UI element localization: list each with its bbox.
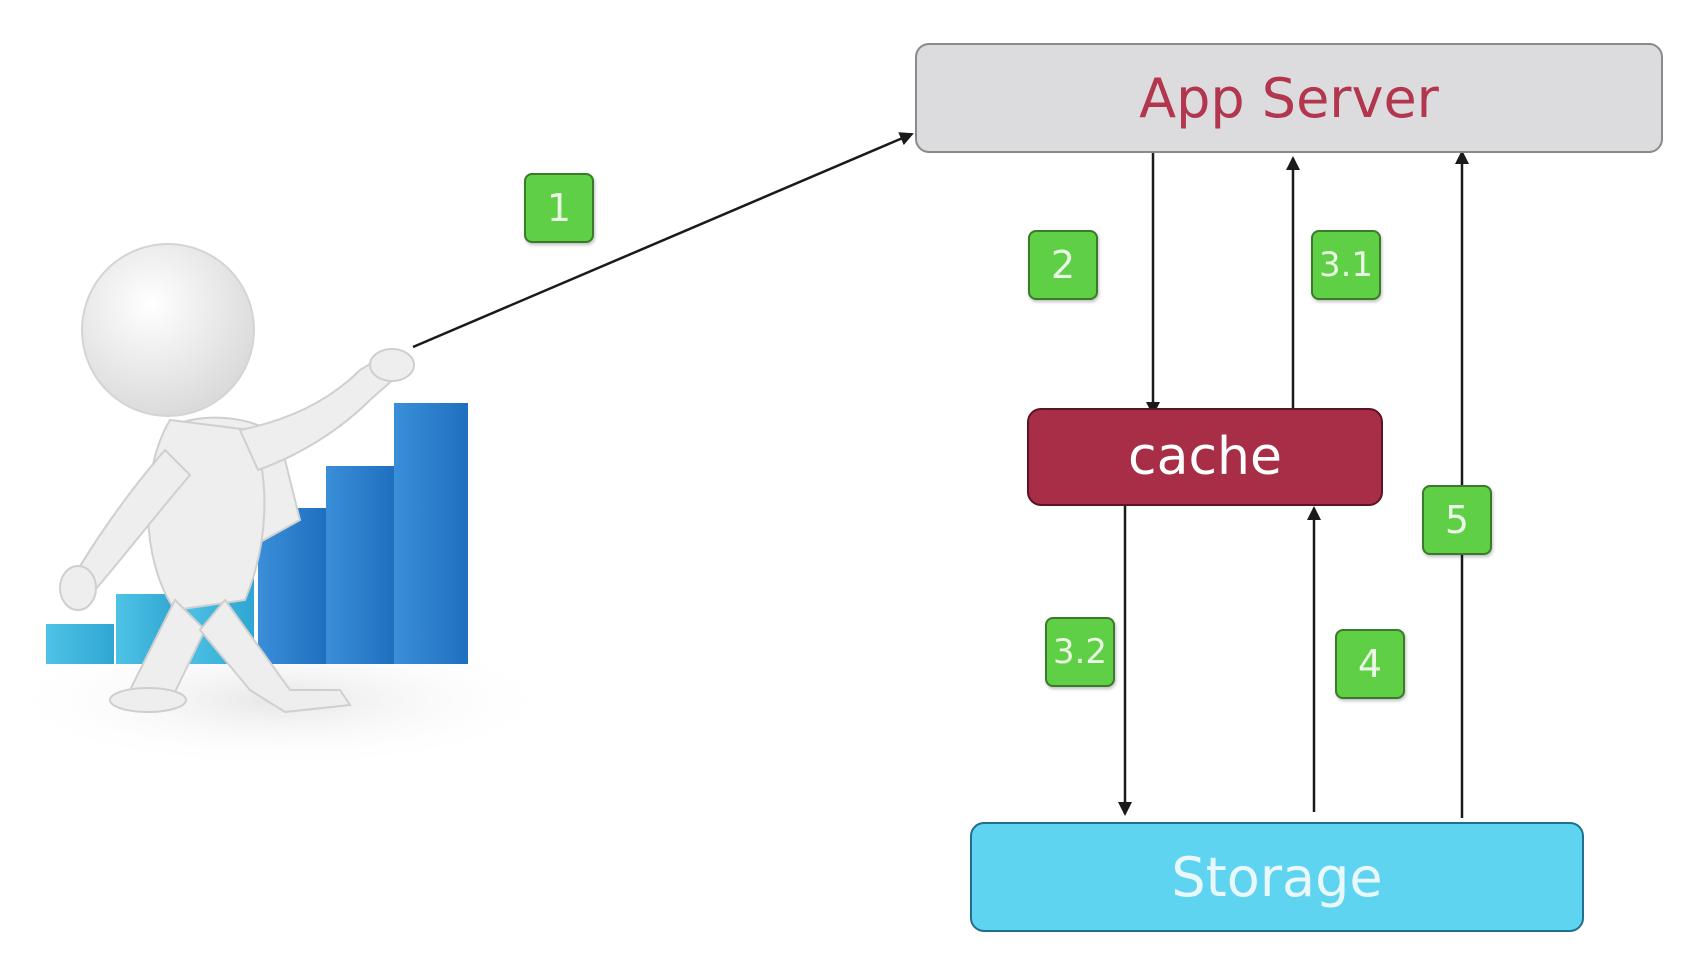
chart-bar-5 — [326, 466, 394, 664]
step-badge-5: 5 — [1422, 485, 1492, 555]
figure-torso — [147, 418, 266, 612]
step-badge-4: 4 — [1335, 629, 1405, 699]
step-label-3-2: 3.2 — [1052, 632, 1108, 672]
cache-box: cache — [1027, 408, 1383, 506]
step-label-3-1: 3.1 — [1318, 245, 1374, 285]
figure-leg-right — [198, 598, 352, 714]
figure-hand-left — [59, 565, 97, 611]
chart-bar-1 — [46, 624, 114, 664]
step-badge-3-2: 3.2 — [1045, 617, 1115, 687]
step-label-5: 5 — [1444, 498, 1470, 542]
cache-label: cache — [1128, 427, 1282, 487]
storage-box: Storage — [970, 822, 1584, 932]
app-server-label: App Server — [1139, 66, 1439, 130]
step-badge-2: 2 — [1028, 230, 1098, 300]
chart-bar-6 — [394, 403, 468, 664]
figure-foot-left — [109, 687, 187, 713]
figure — [59, 348, 415, 714]
step-label-1: 1 — [546, 186, 572, 230]
figure-head — [81, 243, 255, 417]
person-pointing-bar-chart-icon — [0, 243, 560, 770]
app-server-box: App Server — [915, 43, 1663, 153]
bar-chart-icon — [46, 403, 468, 664]
step-label-2: 2 — [1050, 243, 1076, 287]
storage-label: Storage — [1171, 845, 1383, 909]
step-label-4: 4 — [1357, 642, 1383, 686]
figure-hand-right — [369, 348, 415, 382]
step-badge-3-1: 3.1 — [1311, 230, 1381, 300]
arrow-user-to-app-server — [412, 132, 914, 349]
step-badge-1: 1 — [524, 173, 594, 243]
